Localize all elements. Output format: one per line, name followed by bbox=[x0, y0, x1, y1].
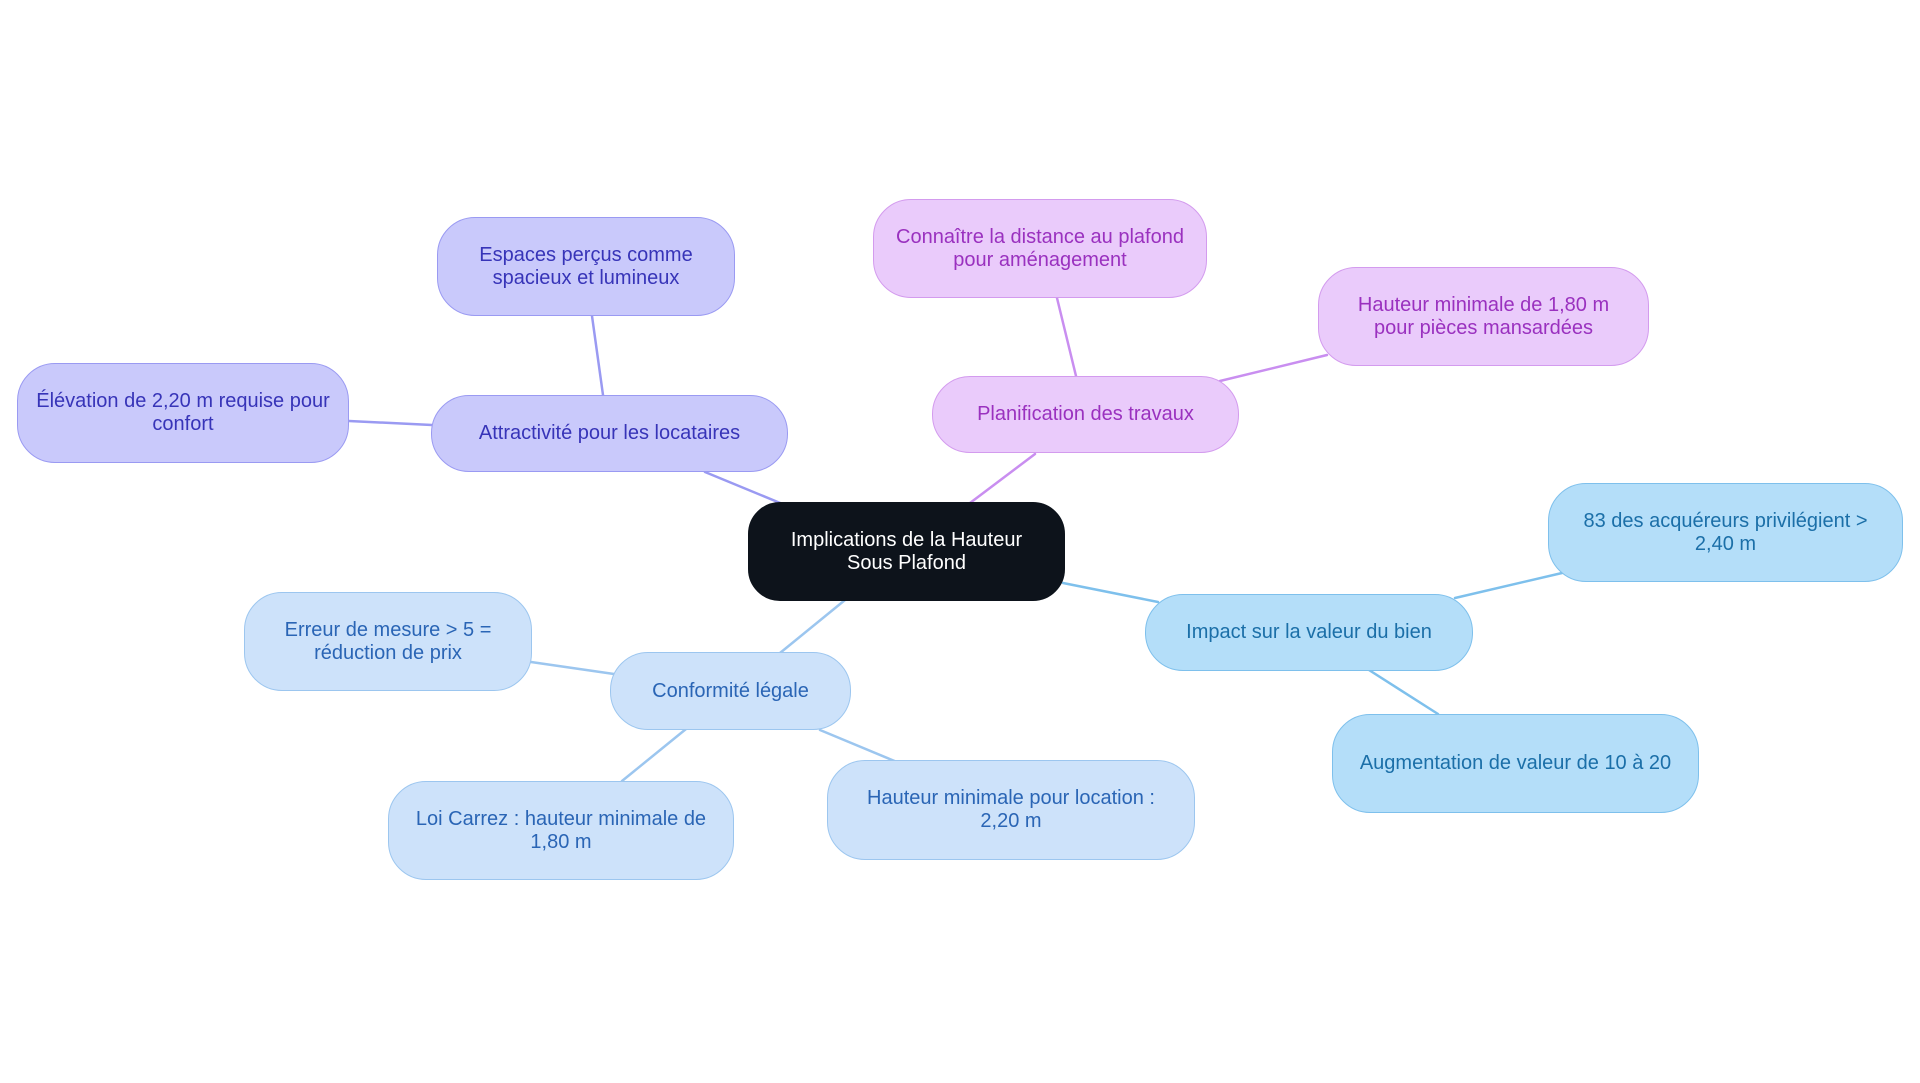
edge-attractivite-espaces bbox=[590, 314, 605, 397]
edge-root-valeur bbox=[1061, 581, 1160, 604]
leaf-node-espaces: Espaces perçus comme spacieux et lumineu… bbox=[437, 217, 735, 316]
edge-conformite-loi bbox=[620, 727, 688, 783]
edge-valeur-83 bbox=[1453, 571, 1564, 600]
edge-valeur-augmentation bbox=[1367, 668, 1440, 716]
leaf-label-erreur-mesure: Erreur de mesure > 5 = réduction de prix bbox=[284, 618, 492, 664]
leaf-label-connaitre: Connaître la distance au plafond pour am… bbox=[896, 225, 1184, 271]
leaf-label-augmentation: Augmentation de valeur de 10 à 20 bbox=[1359, 752, 1672, 774]
leaf-label-83-acquereurs: 83 des acquéreurs privilégient > 2,40 m bbox=[1583, 509, 1868, 555]
leaf-node-connaitre: Connaître la distance au plafond pour am… bbox=[873, 199, 1207, 298]
leaf-node-83-acquereurs: 83 des acquéreurs privilégient > 2,40 m bbox=[1548, 483, 1903, 582]
edge-conformite-location bbox=[818, 728, 899, 764]
leaf-label-espaces: Espaces perçus comme spacieux et lumineu… bbox=[479, 243, 693, 289]
edge-root-attractivite bbox=[703, 470, 787, 507]
branch-node-conformite: Conformité légale bbox=[610, 652, 851, 730]
leaf-label-loi-carrez: Loi Carrez : hauteur minimale de 1,80 m bbox=[415, 807, 707, 853]
branch-label-conformite: Conformité légale bbox=[652, 679, 809, 702]
root-label: Implications de la Hauteur Sous Plafond bbox=[790, 528, 1023, 574]
edge-conformite-erreur bbox=[529, 660, 616, 676]
edge-root-conformite bbox=[778, 598, 847, 655]
edge-root-planification bbox=[968, 452, 1037, 505]
leaf-node-hauteur-location: Hauteur minimale pour location : 2,20 m bbox=[827, 760, 1195, 860]
edge-planification-hauteur bbox=[1218, 353, 1329, 383]
branch-node-valeur: Impact sur la valeur du bien bbox=[1145, 594, 1473, 671]
branch-label-attractivite: Attractivité pour les locataires bbox=[478, 422, 741, 444]
leaf-node-augmentation: Augmentation de valeur de 10 à 20 bbox=[1332, 714, 1699, 813]
branch-node-attractivite: Attractivité pour les locataires bbox=[431, 395, 788, 472]
leaf-node-hauteur-mansardees: Hauteur minimale de 1,80 m pour pièces m… bbox=[1318, 267, 1649, 366]
leaf-label-hauteur-location: Hauteur minimale pour location : 2,20 m bbox=[867, 787, 1155, 832]
root-node: Implications de la Hauteur Sous Plafond bbox=[748, 502, 1065, 601]
leaf-label-hauteur-mansardees: Hauteur minimale de 1,80 m pour pièces m… bbox=[1357, 293, 1610, 339]
leaf-node-elevation: Élévation de 2,20 m requise pour confort bbox=[17, 363, 349, 463]
branch-node-planification: Planification des travaux bbox=[932, 376, 1239, 453]
leaf-label-elevation: Élévation de 2,20 m requise pour confort bbox=[36, 390, 330, 435]
branch-label-planification: Planification des travaux bbox=[977, 403, 1194, 425]
leaf-node-loi-carrez: Loi Carrez : hauteur minimale de 1,80 m bbox=[388, 781, 734, 880]
edge-planification-connaitre bbox=[1055, 296, 1078, 378]
edge-attractivite-elevation bbox=[347, 419, 434, 427]
branch-label-valeur: Impact sur la valeur du bien bbox=[1186, 621, 1432, 643]
leaf-node-erreur-mesure: Erreur de mesure > 5 = réduction de prix bbox=[244, 592, 532, 691]
